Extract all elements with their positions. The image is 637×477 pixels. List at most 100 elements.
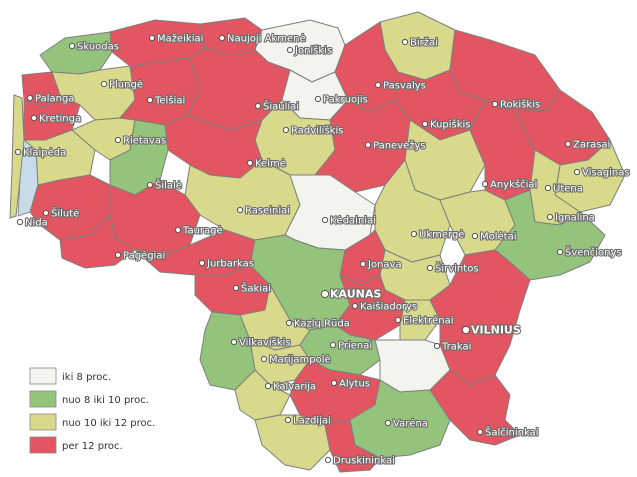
city-label: Varėna <box>393 419 428 430</box>
city-label: Molėtai <box>480 232 517 243</box>
city-marker <box>330 379 338 387</box>
city-label: Šakiai <box>241 282 271 295</box>
city-label: Naujoji Akmenė <box>227 34 306 45</box>
city-marker <box>260 355 268 363</box>
city-label: Kėdainiai <box>330 216 376 227</box>
city-marker <box>324 456 332 464</box>
city-marker <box>42 209 50 217</box>
city-marker <box>284 416 292 424</box>
city-label: Alytus <box>339 379 370 390</box>
regions <box>21 11 626 473</box>
city-marker <box>471 232 479 240</box>
region-kelme <box>164 114 263 179</box>
city-marker <box>198 259 206 267</box>
city-marker <box>481 180 489 188</box>
city-marker <box>114 251 122 259</box>
region-druskininkai <box>324 419 381 473</box>
legend-swatch <box>29 367 57 385</box>
city-label: Biržai <box>410 37 438 49</box>
city-marker <box>384 419 392 427</box>
city-label: Kalvarija <box>273 382 316 393</box>
city-label: Tauragė <box>182 226 223 237</box>
city-label: Pasvalys <box>383 81 426 92</box>
city-label: Panevėžys <box>373 140 426 152</box>
city-label: Druskininkai <box>333 456 395 467</box>
city-marker <box>329 341 337 349</box>
region-salcininkai <box>429 369 521 446</box>
legend-swatch <box>29 390 57 408</box>
city-marker <box>68 42 76 50</box>
city-label: Joniškis <box>294 45 332 57</box>
city-marker <box>100 80 108 88</box>
city-marker <box>286 46 294 54</box>
city-label: Jonava <box>367 260 402 271</box>
city-label: Kazlų Rūda <box>294 319 350 330</box>
legend-label: iki 8 proc. <box>62 372 111 383</box>
city-label: Radviliškis <box>291 125 343 137</box>
city-marker <box>146 181 154 189</box>
city-marker <box>546 213 554 221</box>
legend-label: nuo 10 iki 12 proc. <box>62 418 155 429</box>
city-label: Raseiniai <box>245 206 290 217</box>
city-marker <box>564 140 572 148</box>
city-label: Šilutė <box>51 207 79 220</box>
legend-swatch <box>29 436 57 454</box>
legend-swatch <box>29 413 57 431</box>
city-label: Ignalina <box>555 213 595 224</box>
city-marker <box>264 382 272 390</box>
city-marker <box>401 38 409 46</box>
legend-label: per 12 proc. <box>62 441 123 452</box>
city-marker <box>285 319 293 327</box>
city-marker <box>364 141 372 149</box>
city-label: Telšiai <box>154 95 185 107</box>
city-marker <box>491 100 499 108</box>
city-marker <box>410 230 418 238</box>
city-label: Vilkaviškis <box>239 337 291 349</box>
city-marker <box>461 325 471 335</box>
city-marker <box>26 94 34 102</box>
city-label: Ukmergė <box>419 230 464 241</box>
city-label: Visaginas <box>582 168 630 179</box>
city-marker <box>232 284 240 292</box>
city-label: Mažeikiai <box>157 33 203 45</box>
city-marker <box>146 96 154 104</box>
city-label: Rietavas <box>123 136 166 147</box>
city-label: KAUNAS <box>330 288 381 301</box>
city-marker <box>476 428 484 436</box>
city-marker <box>320 289 330 299</box>
city-label: Šilalė <box>155 179 182 192</box>
city-marker <box>282 126 290 134</box>
city-marker <box>351 302 359 310</box>
city-label: Kelmė <box>255 159 286 170</box>
city-marker <box>433 342 441 350</box>
city-label: Šiauliai <box>263 100 299 113</box>
city-label: VILNIUS <box>471 324 521 337</box>
city-marker <box>16 218 24 226</box>
city-marker <box>174 226 182 234</box>
city-label: Elektrėnai <box>403 316 453 327</box>
region-kalvarija <box>234 369 291 421</box>
city-label: Pakruojis <box>323 95 368 106</box>
legend: iki 8 proc. nuo 8 iki 10 proc. nuo 10 iki … <box>29 367 155 454</box>
city-marker <box>426 264 434 272</box>
city-marker <box>321 216 329 224</box>
city-label: Utena <box>553 184 583 195</box>
city-marker <box>359 260 367 268</box>
curonian-spit <box>9 94 25 219</box>
city-label: Zarasai <box>573 140 610 151</box>
city-marker <box>230 338 238 346</box>
legend-label: nuo 8 iki 10 proc. <box>62 395 149 406</box>
city-label: Kupiškis <box>430 119 471 131</box>
city-marker <box>556 248 564 256</box>
city-label: Anykščiai <box>490 179 537 191</box>
city-label: Šalčininkai <box>485 426 539 439</box>
city-marker <box>314 95 322 103</box>
city-label: Pagėgiai <box>123 251 165 262</box>
city-marker <box>246 159 254 167</box>
city-marker <box>421 120 429 128</box>
city-label: Kaišiadorys <box>360 301 417 313</box>
city-label: Prienai <box>338 341 372 352</box>
city-marker <box>218 34 226 42</box>
